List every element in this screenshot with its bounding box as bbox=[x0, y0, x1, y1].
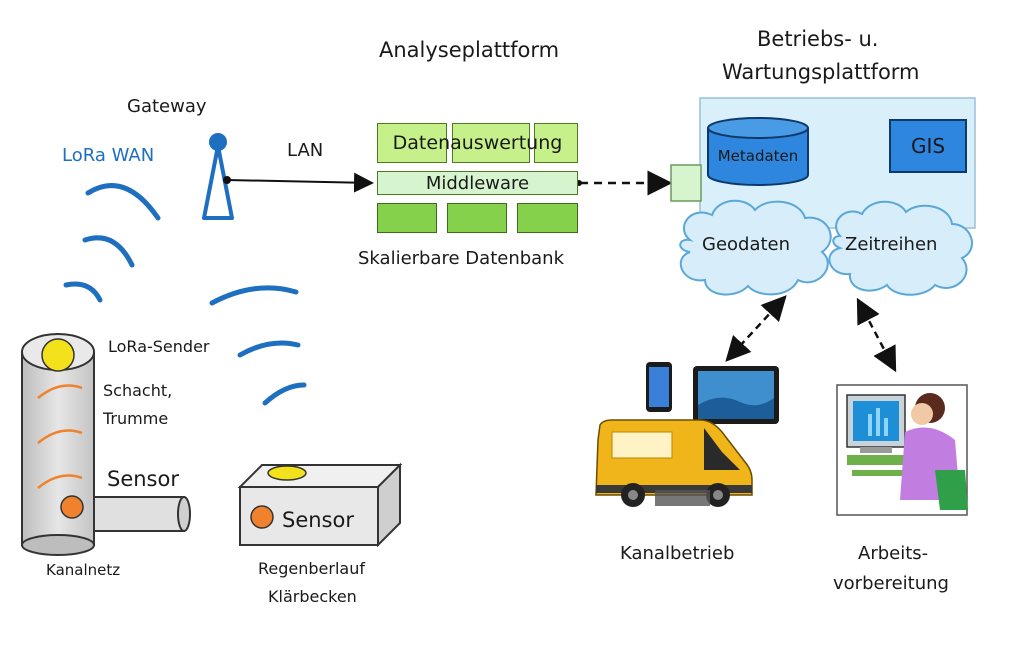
tablet-icon bbox=[693, 366, 779, 424]
gis-label: GIS bbox=[910, 134, 946, 158]
lora-waves-left bbox=[63, 183, 161, 303]
platform-interface-box bbox=[670, 164, 702, 202]
datenauswertung-block-1 bbox=[377, 123, 447, 163]
gateway-antenna-icon bbox=[202, 133, 234, 220]
arbeits-label-line1: Arbeits- bbox=[858, 543, 929, 564]
wave-arc bbox=[209, 285, 299, 306]
gateway-label: Gateway bbox=[127, 96, 207, 117]
office-worker-icon bbox=[836, 384, 968, 516]
database-block-3 bbox=[517, 203, 578, 233]
geodaten-label: Geodaten bbox=[702, 234, 791, 255]
smartphone-icon bbox=[646, 362, 672, 412]
datenauswertung-label: Datenauswertung bbox=[392, 132, 563, 154]
geodaten-cloud bbox=[679, 199, 832, 296]
arbeitsvorbereitung-arrow bbox=[856, 297, 897, 373]
middleware-bar: Middleware bbox=[377, 171, 578, 195]
sensor-label: Sensor bbox=[107, 467, 179, 491]
datenbank-label: Skalierbare Datenbank bbox=[358, 248, 565, 269]
database-block-1 bbox=[377, 203, 437, 233]
betrieb-title-line1: Betriebs- u. bbox=[757, 27, 879, 51]
middleware-label: Middleware bbox=[425, 172, 530, 194]
datenauswertung-block-2 bbox=[452, 123, 530, 163]
schacht-label-line2: Trumme bbox=[103, 409, 169, 428]
sensor-box-label: Sensor bbox=[282, 508, 354, 532]
lan-connector bbox=[226, 172, 374, 193]
kanalbetrieb-label: Kanalbetrieb bbox=[620, 543, 735, 564]
regenueberlauf-box-icon bbox=[237, 462, 403, 548]
wave-arc bbox=[82, 235, 135, 268]
lan-label: LAN bbox=[287, 140, 324, 161]
gis-box bbox=[889, 119, 967, 173]
metadaten-database-icon bbox=[707, 117, 809, 186]
kanalnetz-label: Kanalnetz bbox=[46, 561, 121, 579]
datenauswertung-block-3 bbox=[534, 123, 578, 163]
metadaten-label: Metadaten bbox=[717, 147, 799, 165]
wave-arc bbox=[262, 382, 307, 406]
regen-label-line1: Regenberlauf bbox=[258, 559, 365, 578]
lora-sender-label: LoRa-Sender bbox=[108, 337, 210, 356]
service-van-icon bbox=[595, 419, 753, 507]
wave-arc bbox=[237, 340, 301, 358]
wave-arc bbox=[63, 281, 103, 303]
database-block-2 bbox=[447, 203, 507, 233]
analyseplattform-title: Analyseplattform bbox=[379, 38, 560, 62]
zeitreihen-label: Zeitreihen bbox=[845, 234, 938, 255]
betrieb-title-line2: Wartungsplattform bbox=[722, 60, 920, 84]
lora-waves-right bbox=[209, 285, 307, 406]
regen-label-line2: Klärbecken bbox=[268, 587, 357, 606]
manhole-cylinder-icon bbox=[21, 333, 191, 556]
lora-wan-label: LoRa WAN bbox=[62, 145, 155, 166]
kanalbetrieb-arrow bbox=[725, 295, 787, 362]
arbeits-label-line2: vorbereitung bbox=[833, 573, 949, 594]
wave-arc bbox=[85, 183, 161, 221]
schacht-label-line1: Schacht, bbox=[103, 381, 173, 400]
zeitreihen-cloud bbox=[828, 200, 973, 296]
